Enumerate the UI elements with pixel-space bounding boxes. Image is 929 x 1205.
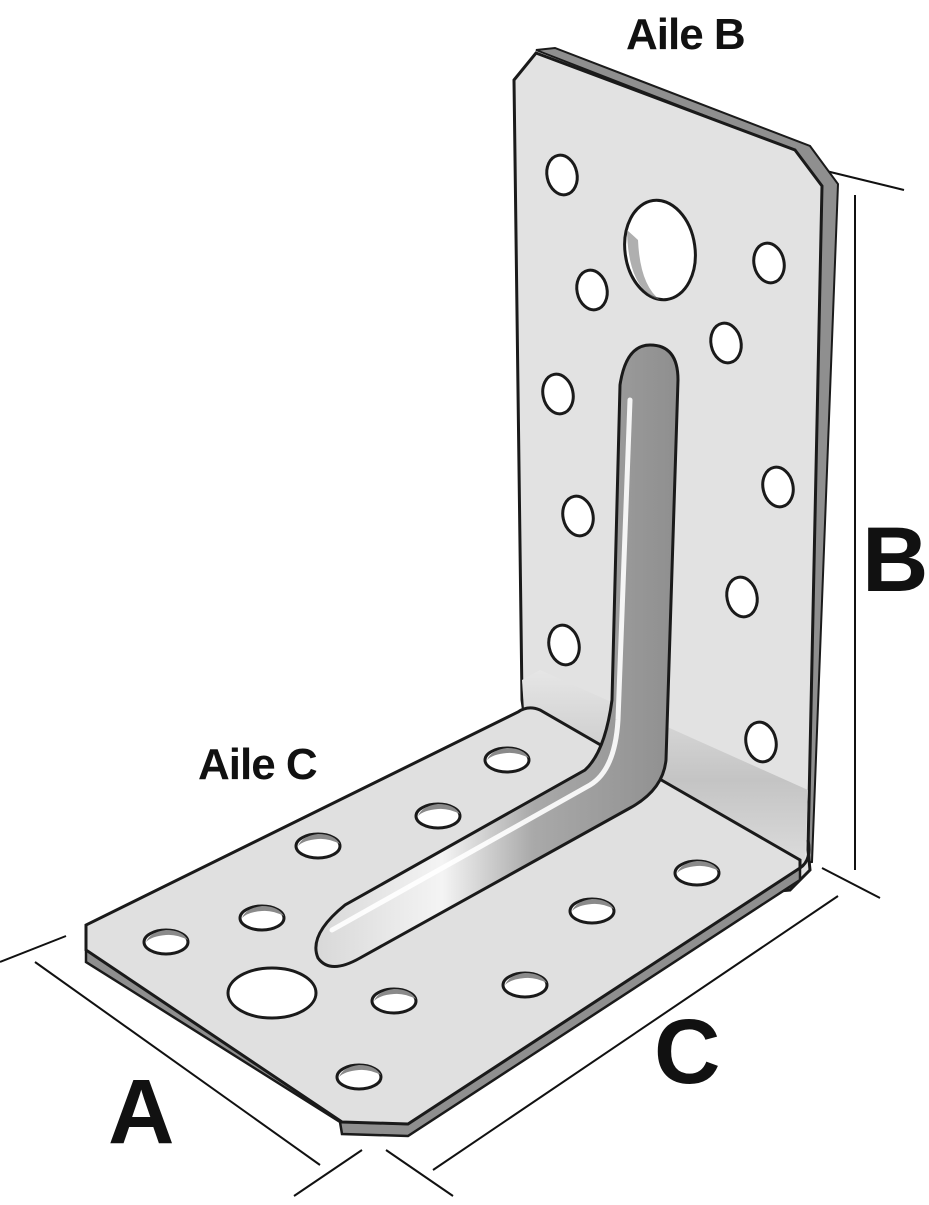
hole [541,372,575,416]
dimension-lines [0,169,905,1197]
dimension-b-label: B [862,509,928,611]
stiffening-rib [314,343,680,968]
hole [744,720,778,764]
dimension-a-label: A [108,1061,174,1163]
hole [725,575,759,619]
wing-b-hole-shading [627,230,660,300]
dim-c-line [432,895,839,1171]
hole [709,321,743,365]
bend-outer-edge [799,839,811,870]
dim-a-line [34,961,321,1166]
dim-c-tick-left [385,1149,454,1197]
hole [575,268,609,312]
dim-b-tick-top [821,169,905,191]
wing-b-label: Aile B [626,10,746,59]
wing-c-label: Aile C [198,740,318,789]
hole [752,241,786,285]
hole [545,153,579,197]
hole [547,623,581,667]
rib-highlight [329,397,633,933]
hole [761,465,795,509]
hole [561,494,595,538]
dim-b-tick-bottom [821,867,881,899]
wing-c-hole-shading [146,748,719,1077]
dim-a-tick-left [0,935,67,963]
large-hole [226,966,318,1020]
dim-a-tick-right [293,1149,363,1197]
dimension-c-label: C [654,1001,720,1103]
